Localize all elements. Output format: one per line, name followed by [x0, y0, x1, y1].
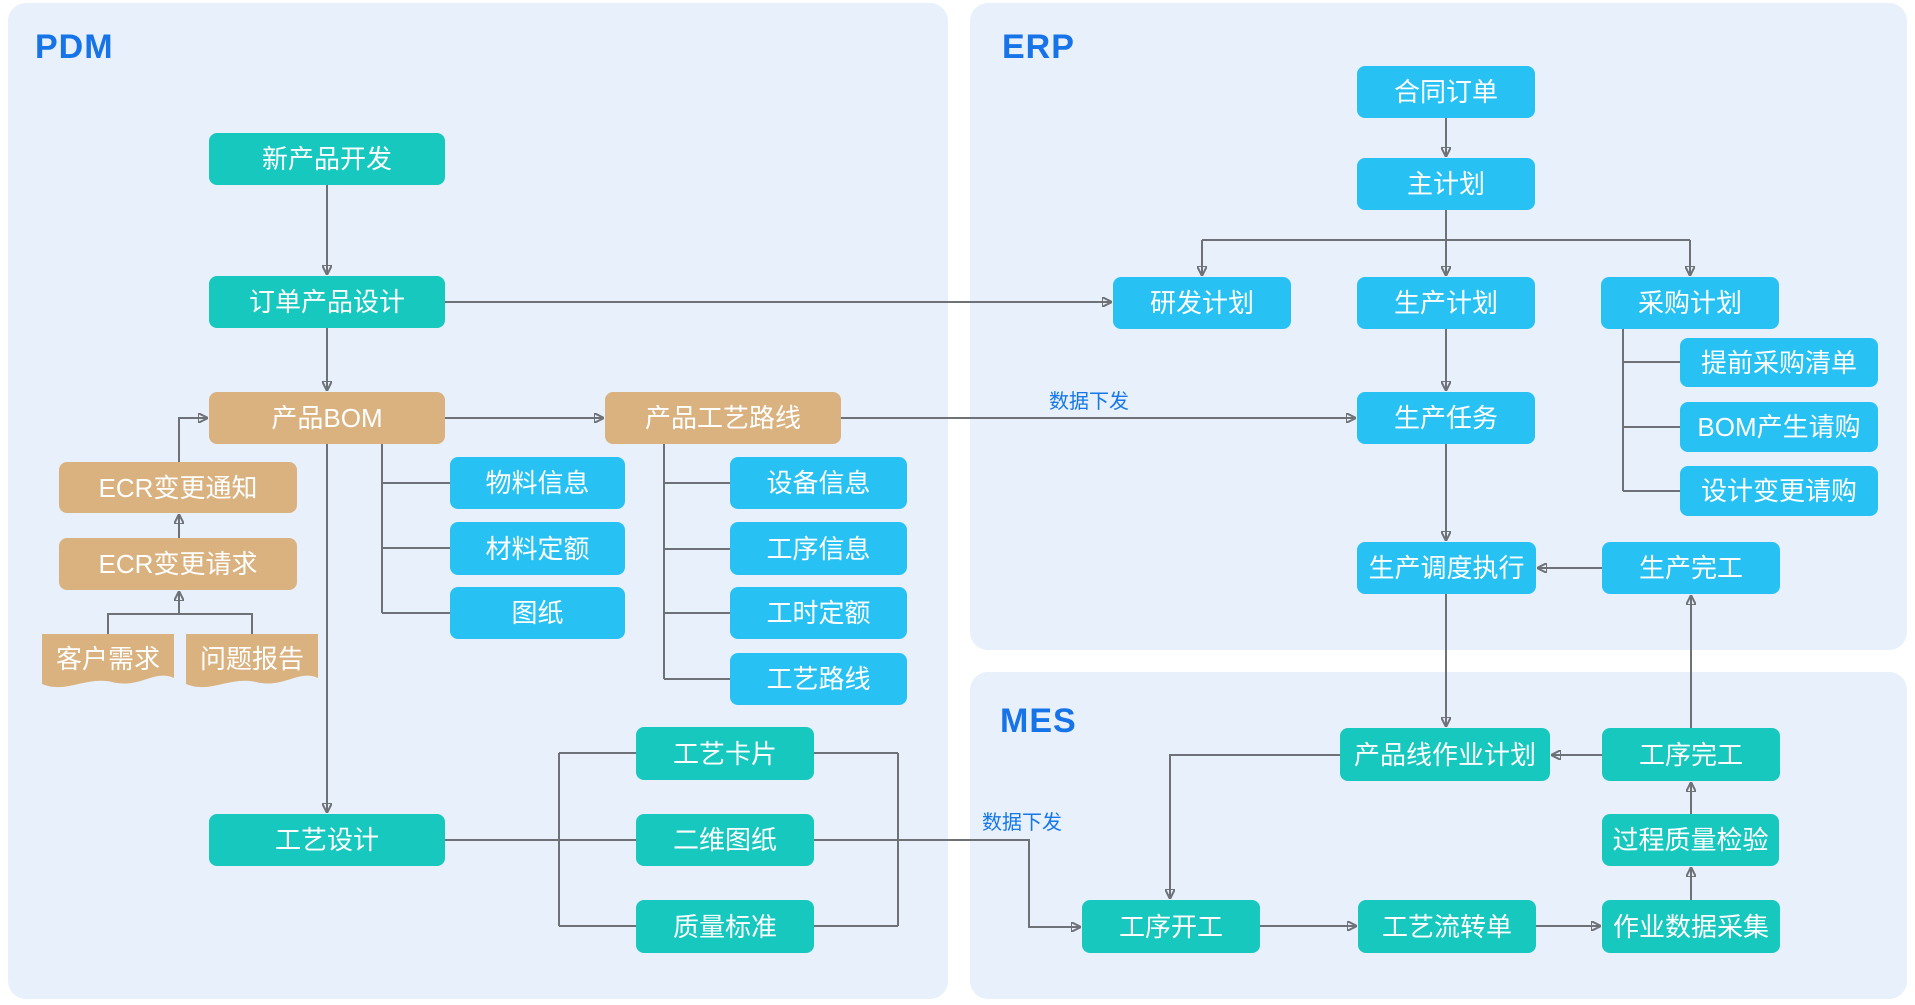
node-production-task[interactable]: 生产任务 — [1357, 392, 1535, 444]
document-shape-icon — [186, 634, 318, 688]
node-material-info[interactable]: 物料信息 — [450, 457, 625, 509]
doc-label: 客户需求 — [55, 643, 160, 674]
erp-title: ERP — [1002, 28, 1075, 66]
node-process-complete[interactable]: 工序完工 — [1602, 728, 1780, 781]
node-customer-demand[interactable]: 客户需求 — [42, 634, 174, 692]
node-problem-report[interactable]: 问题报告 — [186, 634, 318, 692]
node-master-plan[interactable]: 主计划 — [1357, 158, 1535, 210]
node-order-product-design[interactable]: 订单产品设计 — [209, 276, 445, 328]
node-process-design[interactable]: 工艺设计 — [209, 814, 445, 866]
node-work-data-collect[interactable]: 作业数据采集 — [1602, 900, 1780, 953]
node-process-flow-sheet[interactable]: 工艺流转单 — [1358, 900, 1536, 953]
mes-title: MES — [1000, 702, 1077, 740]
pdm-title: PDM — [35, 28, 114, 66]
node-product-bom[interactable]: 产品BOM — [209, 392, 445, 444]
node-product-process-route[interactable]: 产品工艺路线 — [605, 392, 841, 444]
node-rd-plan[interactable]: 研发计划 — [1113, 277, 1291, 329]
node-ecr-change-request[interactable]: ECR变更请求 — [59, 538, 297, 590]
node-new-product-dev[interactable]: 新产品开发 — [209, 133, 445, 185]
node-purchase-plan[interactable]: 采购计划 — [1601, 277, 1779, 329]
node-quality-standard[interactable]: 质量标准 — [636, 900, 814, 953]
node-production-dispatch[interactable]: 生产调度执行 — [1357, 542, 1536, 594]
node-process-info[interactable]: 工序信息 — [730, 522, 907, 575]
node-hour-quota[interactable]: 工时定额 — [730, 587, 907, 639]
node-two-d-drawing[interactable]: 二维图纸 — [636, 814, 814, 866]
document-shape-icon — [42, 634, 174, 688]
node-process-card[interactable]: 工艺卡片 — [636, 727, 814, 780]
node-production-plan[interactable]: 生产计划 — [1357, 277, 1535, 329]
node-ecr-change-notice[interactable]: ECR变更通知 — [59, 462, 297, 513]
node-design-change-request[interactable]: 设计变更请购 — [1680, 466, 1878, 516]
node-process-start[interactable]: 工序开工 — [1082, 900, 1260, 953]
node-equipment-info[interactable]: 设备信息 — [730, 457, 907, 509]
node-bom-purchase-request[interactable]: BOM产生请购 — [1680, 402, 1878, 452]
node-advance-purchase-list[interactable]: 提前采购清单 — [1680, 338, 1878, 387]
node-process-route[interactable]: 工艺路线 — [730, 653, 907, 705]
node-drawing[interactable]: 图纸 — [450, 587, 625, 639]
data-down-label-mes: 数据下发 — [982, 812, 1062, 834]
doc-label: 问题报告 — [199, 643, 304, 674]
node-material-quota[interactable]: 材料定额 — [450, 522, 625, 575]
data-down-label-erp: 数据下发 — [1049, 391, 1129, 413]
node-contract-order[interactable]: 合同订单 — [1357, 66, 1535, 118]
node-production-complete[interactable]: 生产完工 — [1602, 542, 1780, 594]
node-process-quality-check[interactable]: 过程质量检验 — [1602, 814, 1779, 866]
node-line-work-plan[interactable]: 产品线作业计划 — [1340, 728, 1550, 781]
